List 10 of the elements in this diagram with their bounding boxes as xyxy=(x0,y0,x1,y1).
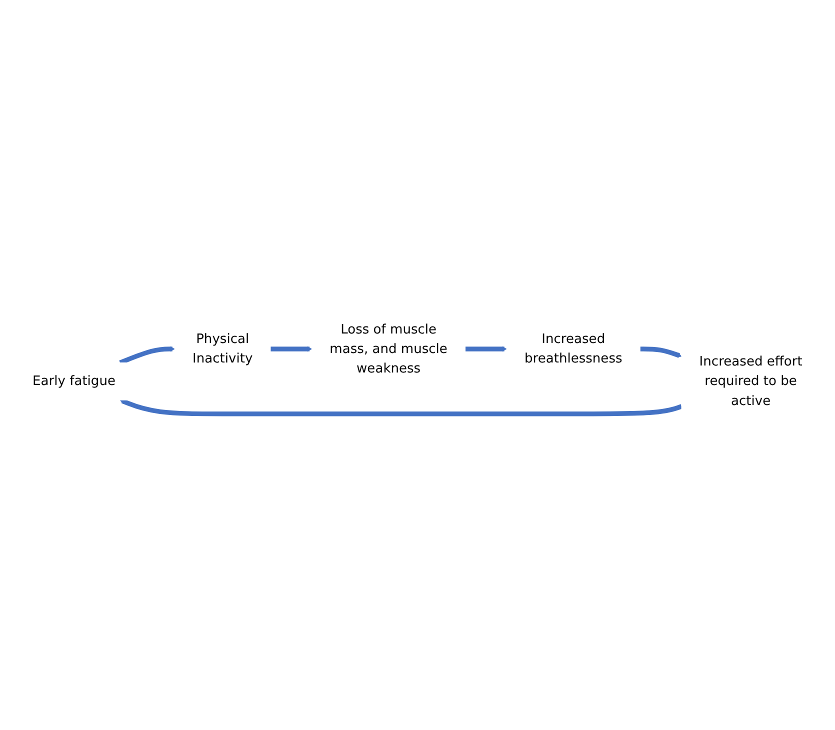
node-text: Increased breathlessness xyxy=(524,332,622,366)
arrow xyxy=(270,346,312,352)
node-text: Loss of muscle mass, and muscle weakness xyxy=(330,322,448,376)
arrow xyxy=(120,398,682,416)
arrow xyxy=(640,346,682,358)
node-text: Physical Inactivity xyxy=(192,332,253,366)
arrow xyxy=(465,346,507,352)
arrow xyxy=(119,346,176,365)
node-text: Early fatigue xyxy=(32,374,116,389)
node-text: Increased effort required to be active xyxy=(699,354,802,408)
